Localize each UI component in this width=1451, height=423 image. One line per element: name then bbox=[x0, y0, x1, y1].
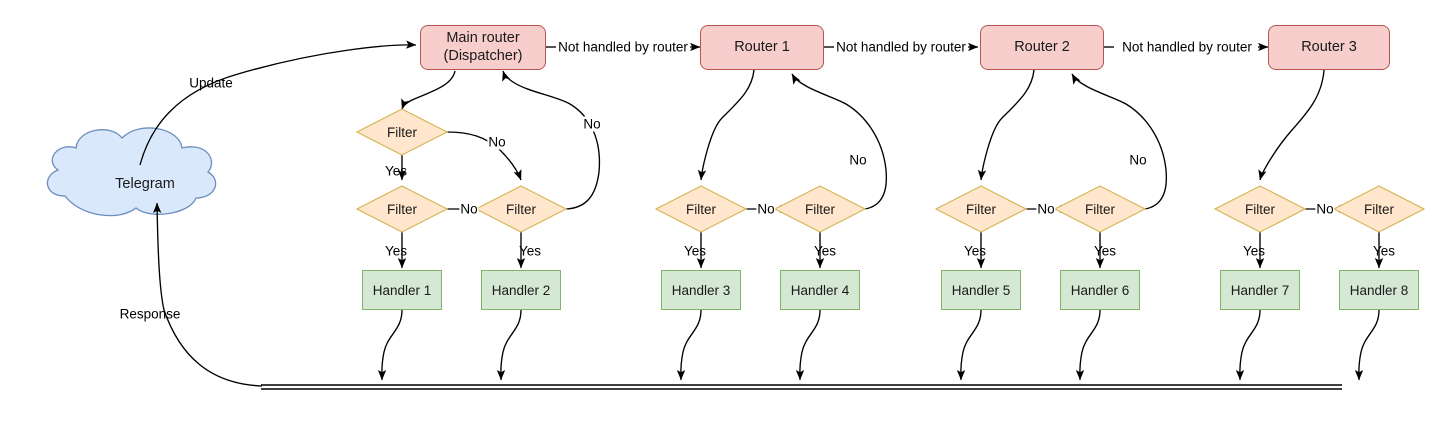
handler-1[interactable]: Handler 1 bbox=[362, 270, 442, 310]
edge-label-yes-8: Yes bbox=[1242, 243, 1266, 259]
filter-2-shape bbox=[355, 185, 449, 233]
handler-4[interactable]: Handler 4 bbox=[780, 270, 860, 310]
handler-8[interactable]: Handler 8 bbox=[1339, 270, 1419, 310]
filter-7-shape bbox=[1053, 185, 1147, 233]
edge-router3-to-filter8 bbox=[1258, 69, 1325, 181]
edge-label-no-8: No bbox=[1315, 201, 1335, 217]
filter-6-shape bbox=[934, 185, 1028, 233]
router-2[interactable]: Router 2 bbox=[980, 25, 1104, 70]
filter-1-label: Filter bbox=[387, 124, 417, 140]
edge-label-no-2: No bbox=[459, 201, 479, 217]
edge-handler8-to-bus bbox=[1354, 309, 1380, 381]
handler-2[interactable]: Handler 2 bbox=[481, 270, 561, 310]
edge-mainrouter-to-filter1 bbox=[401, 70, 456, 110]
edge-label-yes-9: Yes bbox=[1372, 243, 1396, 259]
router-main[interactable]: Main router (Dispatcher) bbox=[420, 25, 546, 70]
edge-label-not-handled-3: Not handled by router bbox=[1120, 39, 1254, 55]
filter-3-label: Filter bbox=[686, 201, 716, 217]
filter-9-label: Filter bbox=[1364, 201, 1394, 217]
edge-label-yes-4: Yes bbox=[683, 243, 707, 259]
filter-8-shape bbox=[1213, 185, 1307, 233]
edge-handler2-to-bus bbox=[496, 309, 522, 381]
filter-3-shape bbox=[654, 185, 748, 233]
edge-label-yes-7: Yes bbox=[1093, 243, 1117, 259]
edge-handler4-to-bus bbox=[795, 309, 821, 381]
edge-label-not-handled-1: Not handled by router bbox=[556, 39, 690, 55]
filter-4-label: Filter bbox=[506, 201, 536, 217]
edge-label-yes-3: Yes bbox=[518, 243, 542, 259]
filter-5-label: Filter bbox=[805, 201, 835, 217]
filter-9-shape bbox=[1332, 185, 1426, 233]
filter-9[interactable]: Filter bbox=[1334, 186, 1424, 232]
edge-label-no-5: No bbox=[848, 152, 868, 168]
edge-label-no-6: No bbox=[1036, 201, 1056, 217]
edge-router2-to-filter6 bbox=[977, 69, 1035, 181]
filter-6-label: Filter bbox=[966, 201, 996, 217]
filter-7-label: Filter bbox=[1085, 201, 1115, 217]
edge-handler6-to-bus bbox=[1075, 309, 1101, 381]
filter-3[interactable]: Filter bbox=[656, 186, 746, 232]
filter-1[interactable]: Filter bbox=[357, 109, 447, 155]
edge-label-yes-6: Yes bbox=[963, 243, 987, 259]
edge-filter5-no-to-router1 bbox=[791, 73, 888, 210]
edge-label-not-handled-2: Not handled by router bbox=[834, 39, 968, 55]
edge-label-no-3: No bbox=[582, 116, 602, 132]
edge-label-yes-2: Yes bbox=[384, 243, 408, 259]
edge-handler5-to-bus bbox=[956, 309, 982, 381]
handler-3[interactable]: Handler 3 bbox=[661, 270, 741, 310]
edge-handler7-to-bus bbox=[1235, 309, 1261, 381]
filter-2[interactable]: Filter bbox=[357, 186, 447, 232]
handler-7[interactable]: Handler 7 bbox=[1220, 270, 1300, 310]
edge-filter1-no bbox=[446, 131, 522, 181]
edge-label-no-4: No bbox=[756, 201, 776, 217]
filter-8-label: Filter bbox=[1245, 201, 1275, 217]
filter-4-shape bbox=[474, 185, 568, 233]
filter-2-label: Filter bbox=[387, 201, 417, 217]
handler-5[interactable]: Handler 5 bbox=[941, 270, 1021, 310]
router-main-label-line1: Main router bbox=[446, 29, 520, 46]
edge-response bbox=[152, 202, 263, 387]
edge-label-no-7: No bbox=[1128, 152, 1148, 168]
telegram-cloud-label: Telegram bbox=[115, 176, 175, 192]
edge-label-yes-1: Yes bbox=[384, 163, 408, 179]
filter-6[interactable]: Filter bbox=[936, 186, 1026, 232]
edge-filter4-no-to-mainrouter bbox=[502, 70, 601, 210]
edge-filter7-no-to-router2 bbox=[1071, 73, 1168, 210]
router-main-label-line2: (Dispatcher) bbox=[443, 47, 523, 64]
filter-5[interactable]: Filter bbox=[775, 186, 865, 232]
edge-router1-to-filter3 bbox=[697, 69, 755, 181]
filter-7[interactable]: Filter bbox=[1055, 186, 1145, 232]
edge-handler1-to-bus bbox=[377, 309, 403, 381]
router-1[interactable]: Router 1 bbox=[700, 25, 824, 70]
filter-5-shape bbox=[773, 185, 867, 233]
filter-1-shape bbox=[355, 108, 449, 156]
filter-8[interactable]: Filter bbox=[1215, 186, 1305, 232]
edge-label-update: Update bbox=[189, 75, 233, 91]
handler-6[interactable]: Handler 6 bbox=[1060, 270, 1140, 310]
edge-handler3-to-bus bbox=[676, 309, 702, 381]
router-3[interactable]: Router 3 bbox=[1268, 25, 1390, 70]
edge-update bbox=[139, 40, 417, 166]
edge-label-no-1: No bbox=[487, 134, 507, 150]
edge-label-yes-5: Yes bbox=[813, 243, 837, 259]
edge-label-response: Response bbox=[119, 306, 181, 322]
telegram-cloud-shape bbox=[46, 127, 217, 217]
filter-4[interactable]: Filter bbox=[476, 186, 566, 232]
